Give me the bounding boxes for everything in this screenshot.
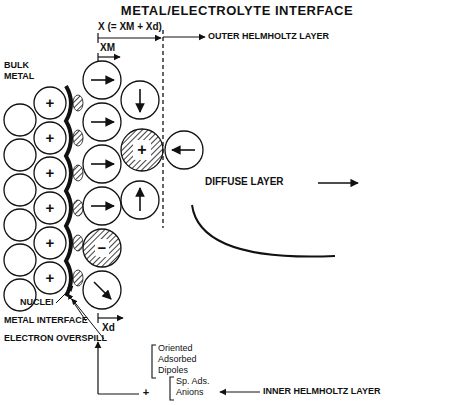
dimension-label: XM <box>100 42 115 54</box>
metal-ion <box>34 227 66 259</box>
charge-sign: + <box>42 129 58 147</box>
water-dipole <box>83 61 121 99</box>
leader-line <box>163 36 205 37</box>
charge-sign: − <box>95 239 109 257</box>
part-label: NUCLEI <box>20 297 54 308</box>
charge-sign: + <box>42 269 58 287</box>
bracket <box>170 377 174 400</box>
dimension-label: Xd <box>102 322 115 334</box>
outer-helmholtz-plane <box>162 30 163 228</box>
metal-ion <box>34 157 66 189</box>
metal-atom <box>4 244 36 276</box>
leader-arrow <box>220 391 260 392</box>
layer-label: DIFFUSE LAYER <box>205 176 284 188</box>
dimension-arrow <box>98 317 123 318</box>
region-label: BULK METAL <box>4 60 44 82</box>
water-dipole <box>83 271 121 309</box>
adsorbed-anion <box>83 229 121 267</box>
metal-ion <box>34 87 66 119</box>
diagram-title: METAL/ELECTROLYTE INTERFACE <box>0 3 474 19</box>
layer-label: OUTER HELMHOLTZ LAYER <box>208 31 329 42</box>
bracket <box>152 345 156 378</box>
nucleus-mark <box>73 235 83 251</box>
part-label: ELECTRON OVERSPILL <box>4 333 107 344</box>
metal-ion <box>34 262 66 294</box>
nucleus-mark <box>73 95 83 111</box>
part-label: METAL INTERFACE <box>4 315 88 326</box>
leader-line <box>56 286 73 303</box>
dipole-arrow <box>94 282 111 299</box>
species-label: Oriented Adsorbed Dipoles <box>158 343 204 376</box>
dimension-label: X (= XM + Xd) <box>98 21 162 33</box>
water-dipole <box>121 181 159 219</box>
water-dipole <box>121 81 159 119</box>
dimension-arrow <box>98 37 161 38</box>
water-dipole <box>83 187 121 225</box>
layer-label: INNER HELMHOLTZ LAYER <box>263 386 381 397</box>
nucleus-mark <box>73 165 83 181</box>
species-label: Sp. Ads. Anions <box>176 376 218 398</box>
dipole-arrow <box>91 163 114 165</box>
nucleus-mark <box>73 130 83 146</box>
leader-line <box>98 393 139 394</box>
charge-sign: + <box>42 234 58 252</box>
plus-sign: + <box>141 386 151 399</box>
nucleus-mark <box>73 270 83 286</box>
metal-atom <box>4 209 36 241</box>
metal-atom <box>4 139 36 171</box>
electron-overspill-band <box>66 86 71 296</box>
potential-curve <box>192 205 335 257</box>
charge-sign: + <box>133 140 151 160</box>
dipole-arrow <box>139 188 141 211</box>
dipole-arrow <box>91 205 114 207</box>
solvated-cation <box>121 129 163 171</box>
metal-ion <box>34 192 66 224</box>
dimension-arrow <box>98 56 120 57</box>
metal-atom <box>4 174 36 206</box>
dipole-arrow <box>91 79 114 81</box>
water-dipole <box>83 145 121 183</box>
charge-sign: + <box>42 199 58 217</box>
charge-sign: + <box>42 164 58 182</box>
water-dipole <box>165 131 203 169</box>
metal-atom <box>4 104 36 136</box>
water-dipole <box>83 103 121 141</box>
diffuse-arrow <box>318 182 358 183</box>
dipole-arrow <box>139 89 141 112</box>
dipole-arrow <box>91 121 114 123</box>
charge-sign: + <box>42 94 58 112</box>
metal-ion <box>34 122 66 154</box>
leader-arrow <box>97 342 98 394</box>
nucleus-mark <box>73 200 83 216</box>
dipole-arrow <box>172 149 195 151</box>
